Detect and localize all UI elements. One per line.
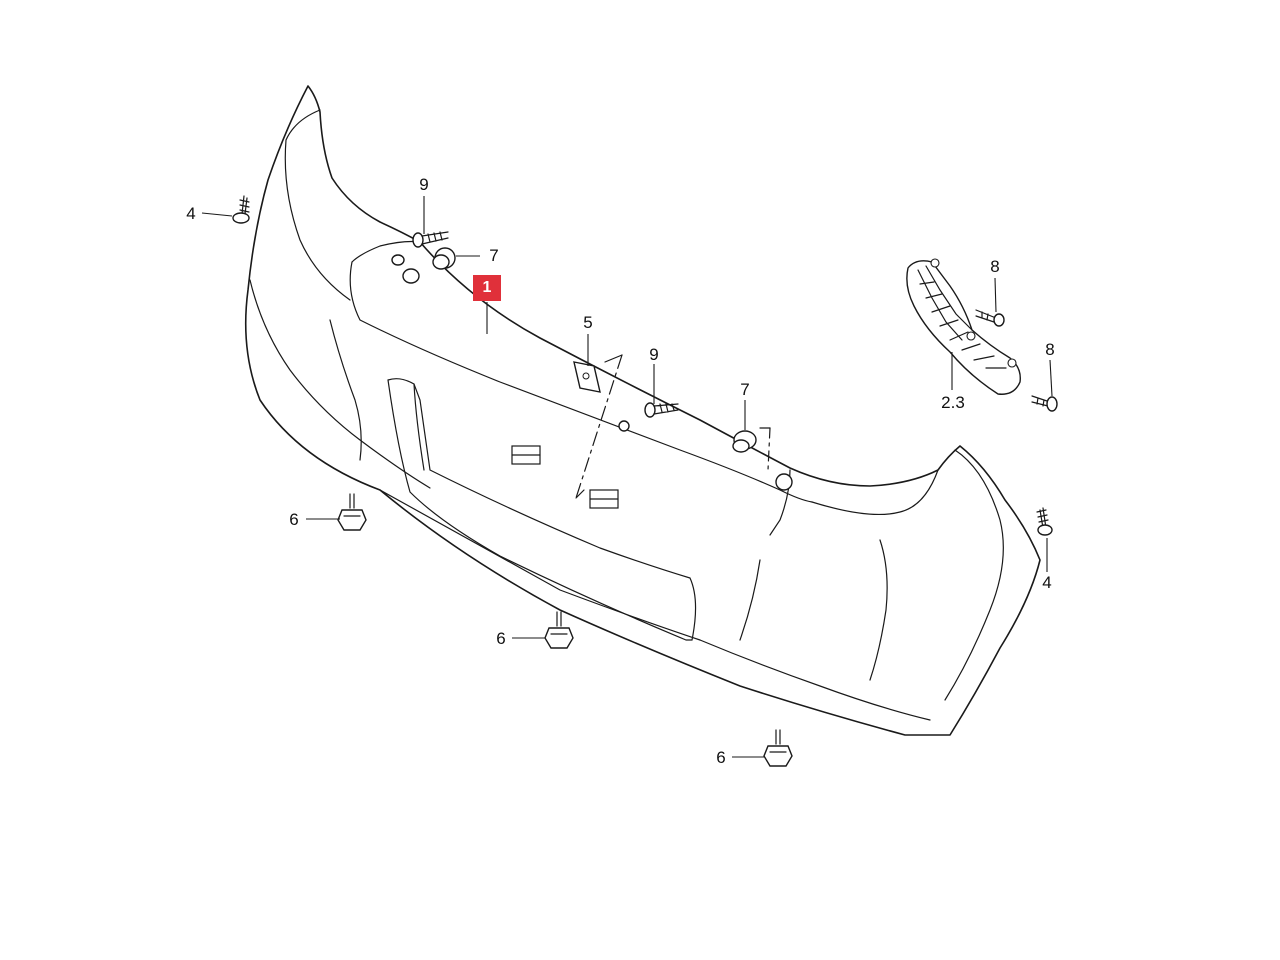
clip-5 bbox=[573, 361, 601, 393]
clip-7-left bbox=[432, 247, 456, 270]
callout-4-right[interactable]: 4 bbox=[1042, 573, 1052, 592]
callout-7-right[interactable]: 7 bbox=[740, 380, 750, 399]
callout-6-left[interactable]: 6 bbox=[289, 510, 299, 529]
callout-4-left[interactable]: 4 bbox=[186, 204, 196, 223]
bumper-cover bbox=[244, 85, 1041, 736]
callout-2-3[interactable]: 2.3 bbox=[941, 393, 965, 412]
callout-6-mid[interactable]: 6 bbox=[496, 629, 506, 648]
fastener-4-left bbox=[232, 195, 250, 224]
callout-1-highlight[interactable]: 1 bbox=[473, 275, 501, 301]
bumper-bracket bbox=[906, 258, 1021, 395]
fastener-9-left bbox=[412, 231, 449, 248]
clip-6-bottom bbox=[763, 729, 793, 767]
callout-8-top[interactable]: 8 bbox=[990, 257, 1000, 276]
clip-6-left bbox=[337, 493, 367, 531]
fastener-9-right bbox=[644, 402, 679, 418]
callout-8-bottom[interactable]: 8 bbox=[1045, 340, 1055, 359]
callout-9-left[interactable]: 9 bbox=[419, 175, 429, 194]
callout-6-bottom[interactable]: 6 bbox=[716, 748, 726, 767]
callout-7-left[interactable]: 7 bbox=[489, 246, 499, 265]
fastener-8-top bbox=[975, 309, 1005, 327]
leader-lines bbox=[201, 196, 1053, 758]
callout-9-right[interactable]: 9 bbox=[649, 345, 659, 364]
clip-7-right bbox=[732, 430, 757, 453]
clip-6-mid bbox=[544, 611, 574, 649]
fastener-4-right bbox=[1036, 507, 1053, 536]
fastener-8-bottom bbox=[1031, 395, 1058, 412]
callout-5[interactable]: 5 bbox=[583, 313, 593, 332]
